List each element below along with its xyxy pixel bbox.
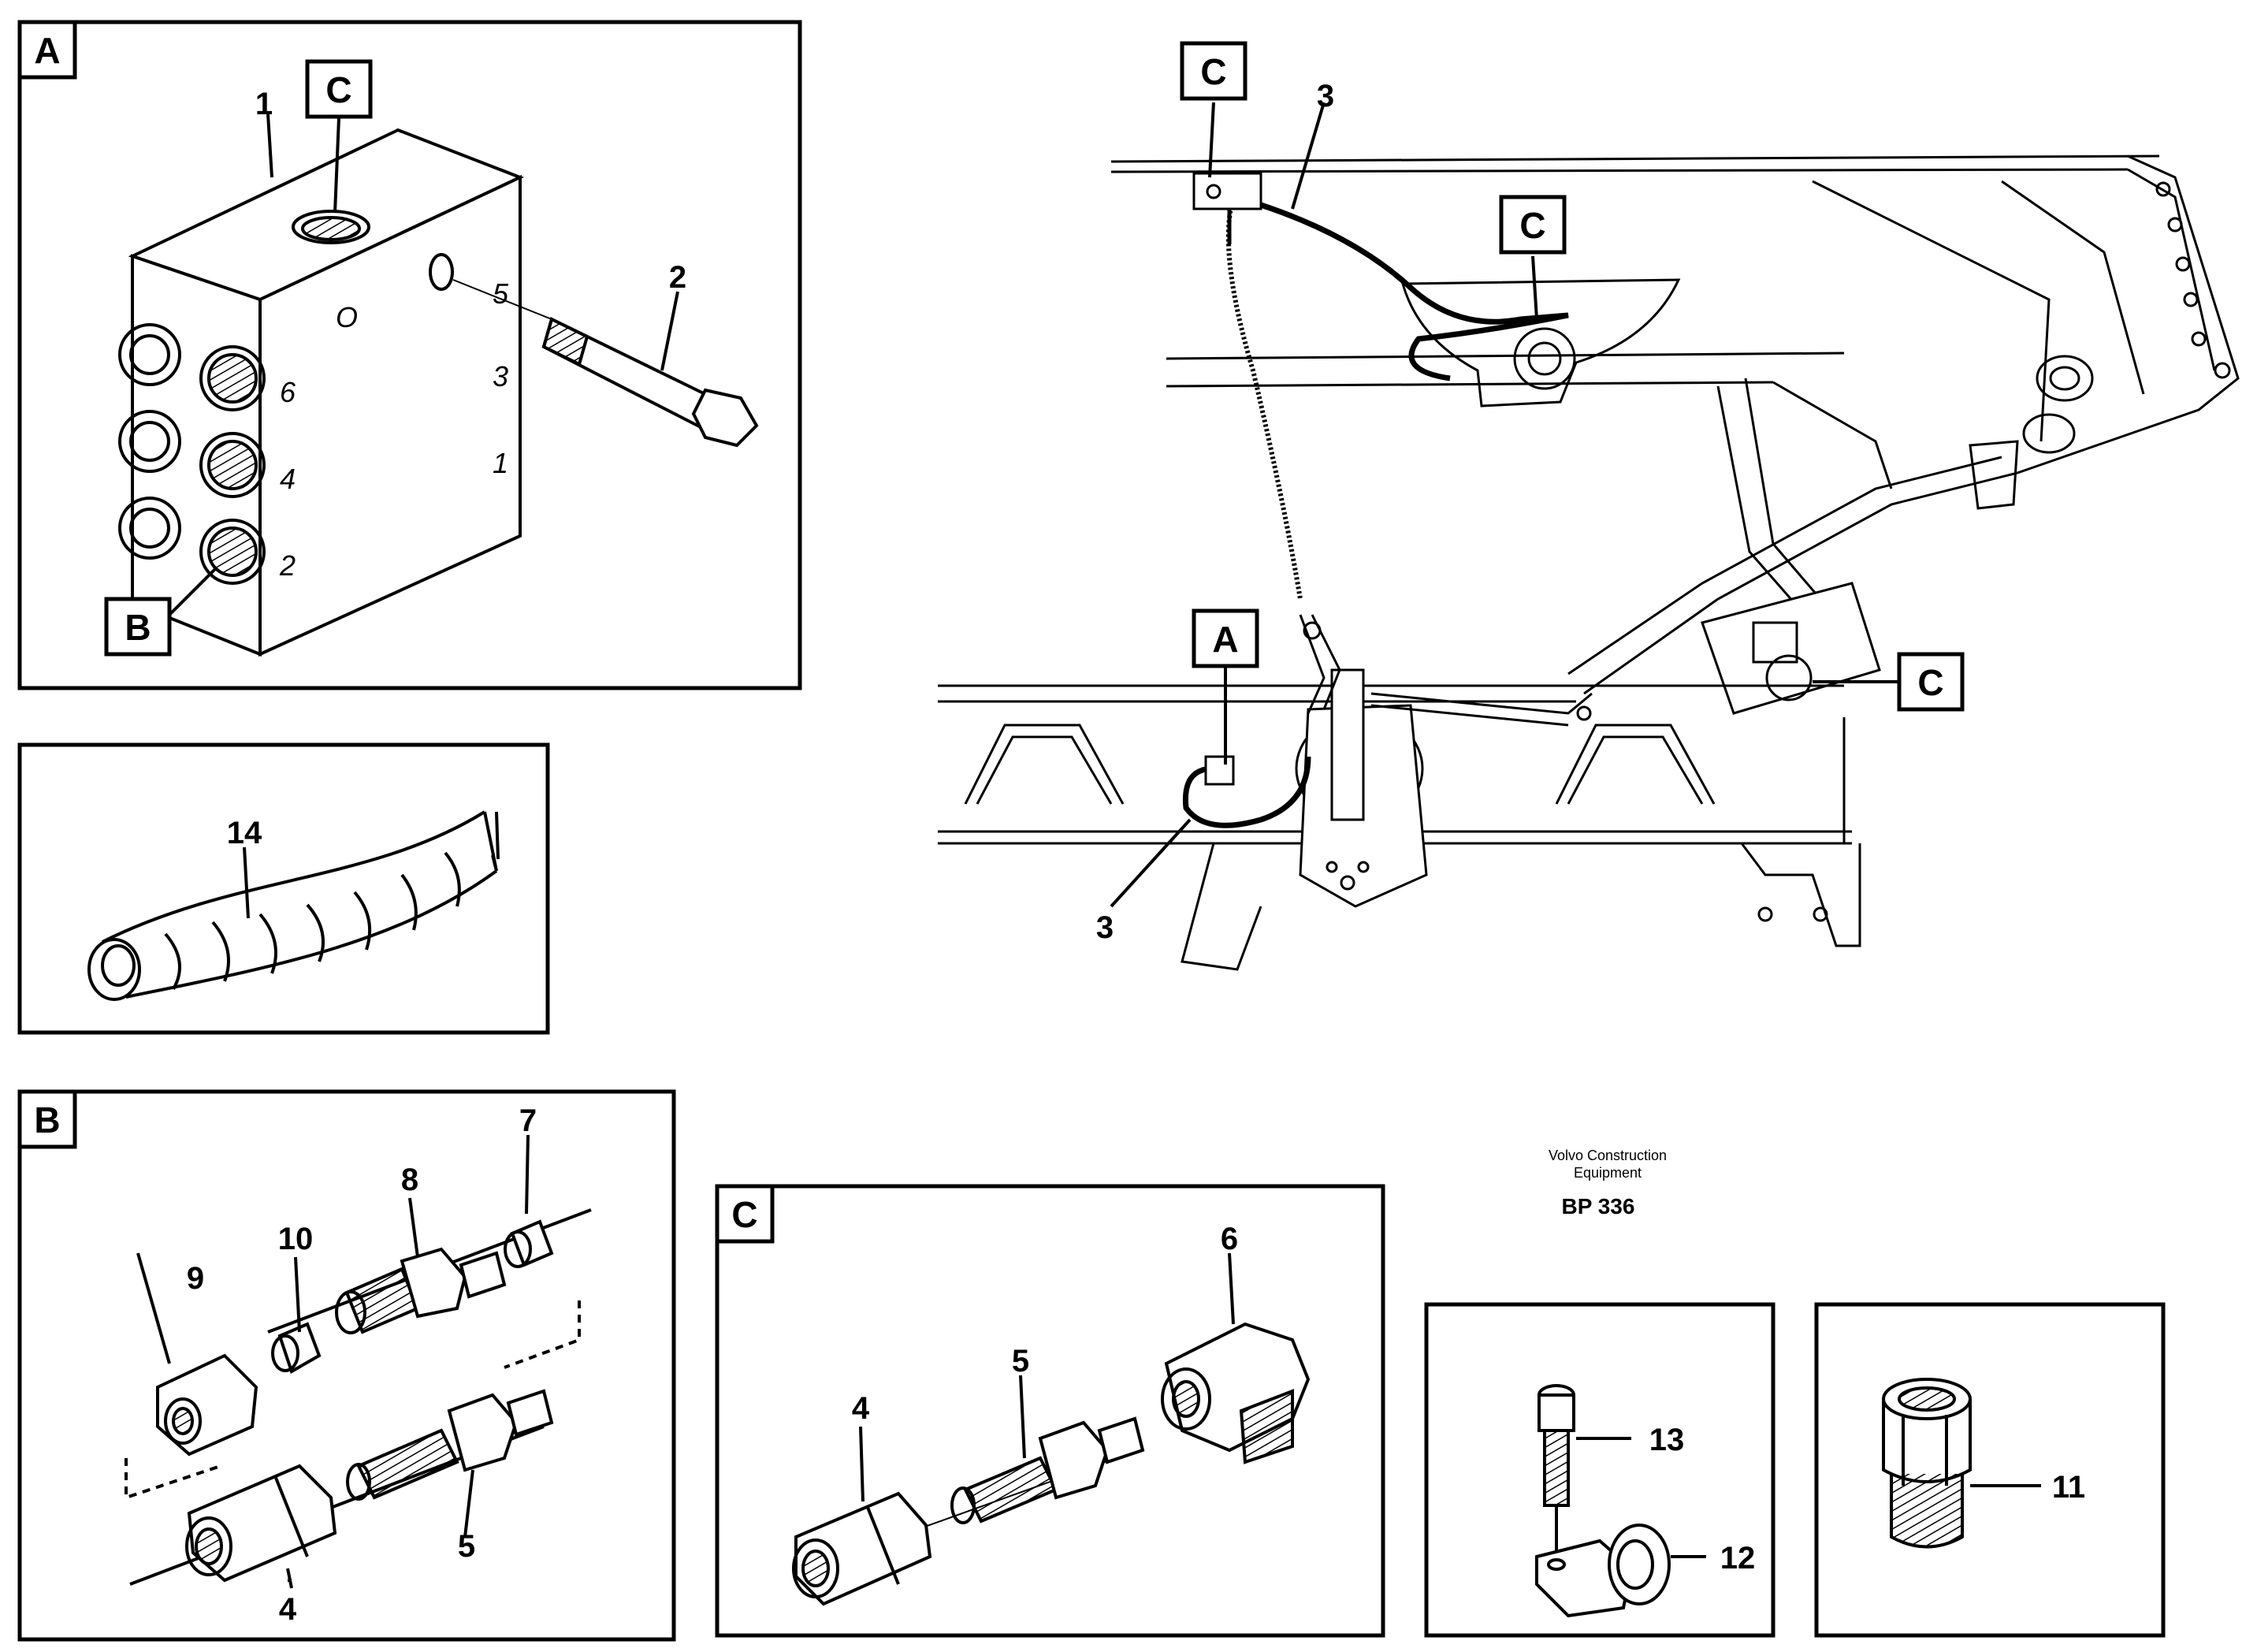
label-item-12: 12 [1720, 1541, 1756, 1576]
brand-line-2: Equipment [1574, 1165, 1642, 1181]
main-view [938, 102, 2240, 971]
main-callout-c-top: C [1200, 51, 1226, 92]
label-item-3-bottom: 3 [1096, 910, 1114, 945]
valve-block [118, 128, 525, 657]
block-mark: O [336, 301, 358, 333]
port-label-4: 4 [280, 463, 296, 495]
main-callout-c-mid: C [1519, 205, 1545, 246]
spiral-guard [87, 810, 500, 1001]
panel-a-callout-b: B [125, 607, 151, 648]
label-item-5-c: 5 [1012, 1344, 1029, 1379]
fitting-8 [335, 1247, 507, 1334]
panel-a-callout-c: C [325, 69, 351, 110]
port-label-3: 3 [493, 360, 508, 393]
panel-adapter: 11 [1814, 1302, 2166, 1638]
boom [1110, 154, 2240, 616]
adapter-11 [1882, 1378, 2041, 1549]
ferrule-10 [271, 1322, 322, 1374]
label-item-7: 7 [519, 1103, 537, 1138]
screw-13 [1538, 1384, 1575, 1557]
panel-b-tag: B [34, 1099, 60, 1140]
label-item-3-top: 3 [1317, 79, 1334, 113]
label-item-9: 9 [187, 1261, 204, 1296]
panel-a-tag: A [34, 30, 60, 71]
clamp-12 [1535, 1524, 1671, 1618]
nipple-5-c [950, 1416, 1145, 1524]
brand-line-1: Volvo Construction [1549, 1148, 1667, 1163]
label-item-14: 14 [227, 816, 262, 850]
ring-7 [504, 1219, 554, 1268]
label-item-1: 1 [255, 87, 273, 121]
panel-a: A [17, 20, 802, 690]
nut-9 [156, 1353, 258, 1457]
label-item-4: 4 [279, 1592, 297, 1627]
label-item-13: 13 [1649, 1423, 1685, 1457]
panel-screw-clamp: 13 12 [1424, 1302, 1775, 1638]
label-item-6: 6 [1221, 1222, 1238, 1256]
panel-c-tag: C [731, 1194, 757, 1235]
panel-c: C [715, 1184, 1385, 1638]
label-item-8: 8 [401, 1163, 418, 1197]
port-label-2: 2 [279, 549, 296, 582]
port-label-5: 5 [493, 277, 509, 310]
nut-4-c [792, 1491, 932, 1606]
port-label-1: 1 [493, 447, 508, 479]
label-item-10: 10 [278, 1222, 314, 1256]
bolt [452, 279, 759, 448]
label-item-4-c: 4 [852, 1391, 870, 1426]
nipple-5 [346, 1389, 554, 1501]
panel-hose-guard: 14 [17, 742, 550, 1035]
axle-bracket [1295, 668, 1428, 908]
main-callout-a: A [1212, 619, 1238, 660]
nut-4 [185, 1464, 337, 1583]
port-label-6: 6 [280, 376, 296, 408]
main-callout-c-right: C [1917, 662, 1943, 703]
elbow-6 [1161, 1322, 1311, 1464]
panel-b: B [17, 1089, 676, 1642]
drawing-code: BP 336 [1562, 1194, 1635, 1219]
label-item-2: 2 [669, 260, 686, 295]
label-item-5: 5 [458, 1529, 475, 1564]
label-item-11: 11 [2052, 1470, 2085, 1505]
